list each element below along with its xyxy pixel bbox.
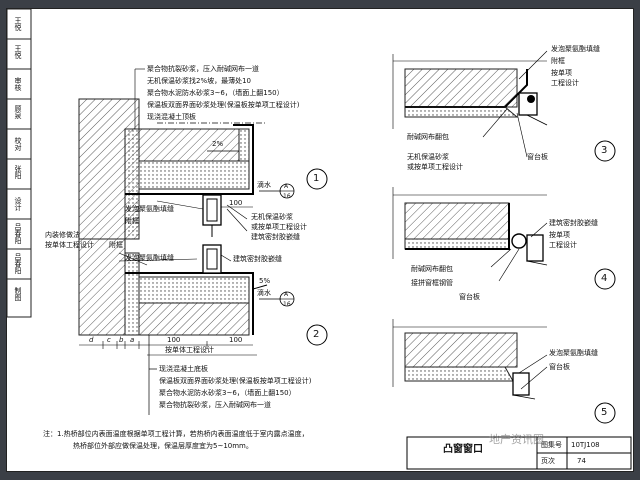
fig3-label: 发泡聚氨酯填缝: [551, 45, 600, 53]
fig2-dim: c: [107, 336, 111, 344]
fig4-label: 耐碱网布翻包: [411, 265, 453, 273]
fig1-right-label: 无机保温砂浆: [251, 213, 293, 221]
side-cell: 吕春阳: [14, 223, 22, 244]
atlas-label: 图集号: [541, 441, 562, 449]
fig3-label: 窗台板: [527, 153, 548, 161]
fig4-label: 接拼窗框钢管: [411, 279, 453, 287]
title-block-grid: [406, 436, 632, 470]
fig2-leader-label: 聚合物抗裂砂浆，压入耐碱网布一道: [159, 401, 271, 409]
fig2-leader-label: 聚合物水泥防水砂浆3~6，（墙面上翻150）: [159, 389, 296, 397]
fig2-leader-label: 现浇混凝土底板: [159, 365, 208, 373]
fig2-drip-ref-bottom: 16: [283, 301, 291, 308]
figure-5-graphic: [392, 319, 616, 424]
fig1-right-label: 或按单项工程设计: [251, 223, 307, 231]
fig3-label: 附框: [551, 57, 565, 65]
side-cell: 吕春阳: [14, 253, 22, 274]
detail-drawing-svg: [7, 9, 632, 470]
fig2-dim: a: [130, 336, 135, 344]
fig1-dim: 100: [229, 199, 243, 207]
fig1-leader-label: 现浇混凝土顶板: [147, 113, 196, 121]
side-cell: 校对: [14, 137, 22, 151]
fig3-label: 按单项: [551, 69, 572, 77]
fig2-left-label: 发泡聚氨酯填缝: [125, 254, 174, 262]
fig1-left-label: 发泡聚氨酯填缝: [125, 205, 174, 213]
fig1-leader-label: 聚合物水泥防水砂浆3~6，（墙面上翻150）: [147, 89, 284, 97]
fig2-dim: b: [119, 336, 124, 344]
fig1-number: 1: [313, 173, 320, 184]
fig2-right-label: 建筑密封胶嵌缝: [233, 255, 282, 263]
fig3-label: 无机保温砂浆: [407, 153, 449, 161]
fig2-note: 内装修做法: [45, 231, 80, 239]
fig4-label: 按单项: [549, 231, 570, 239]
fig2-drip-label: 滴水: [257, 289, 271, 297]
note-line: 热桥部位外部应做保温处理，保温层厚度宜为5~10mm。: [73, 442, 253, 450]
figure-2-graphic: [78, 238, 328, 415]
side-column-grid: [7, 9, 32, 318]
fig5-label: 窗台板: [549, 363, 570, 371]
side-cell: 制图: [14, 287, 22, 301]
side-cell: 王悦: [14, 17, 22, 31]
note-line: 注：1.热桥部位内表面温度根据单项工程计算，若热桥内表面温度低于室内露点温度，: [43, 430, 309, 438]
fig2-slope-label: 5%: [259, 277, 271, 285]
figure-4-graphic: [392, 187, 616, 290]
side-cell: 顾泉: [14, 105, 22, 119]
fig2-note: 按单体工程设计: [45, 241, 94, 249]
fig4-label: 窗台板: [459, 293, 480, 301]
fig1-right-label: 建筑密封胶嵌缝: [251, 233, 300, 241]
drawing-sheet: 王悦 王悦 审核 顾泉 校对 张阳 设计 吕春阳 吕春阳 制图 聚合物抗裂砂浆，…: [6, 8, 634, 472]
title-block-title: 凸窗窗口: [443, 444, 483, 455]
fig1-slope-label: 2%: [212, 140, 224, 148]
fig2-dim: 100: [229, 336, 243, 344]
fig2-bottom-title: 按单体工程设计: [165, 346, 214, 354]
fig2-number: 2: [313, 329, 320, 340]
fig1-drip-ref-top: A: [284, 183, 289, 190]
fig2-dim: 100: [167, 336, 181, 344]
page-number: 74: [577, 457, 586, 465]
side-cell: 设计: [14, 197, 22, 211]
side-cell: 审核: [14, 77, 22, 91]
fig4-number: 4: [601, 273, 608, 284]
atlas-number: 10TJ108: [571, 441, 600, 449]
fig1-leader-label: 保温板双面界面砂浆处理(保温板按单项工程设计): [147, 101, 300, 109]
fig3-label: 工程设计: [551, 79, 579, 87]
fig4-label: 建筑密封胶嵌缝: [549, 219, 598, 227]
fig5-number: 5: [601, 407, 608, 418]
figure-3-graphic: [392, 50, 616, 162]
fig2-dim: d: [89, 336, 94, 344]
fig2-drip-ref-top: A: [284, 291, 289, 298]
page-label: 页次: [541, 457, 555, 465]
fig1-leader-label: 聚合物抗裂砂浆，压入耐碱网布一道: [147, 65, 259, 73]
fig1-drip-ref-bottom: 16: [283, 193, 291, 200]
side-cell: 张阳: [14, 165, 22, 179]
fig2-left-label: 附框: [109, 241, 123, 249]
fig1-drip-label: 滴水: [257, 181, 271, 189]
fig1-leader-label: 无机保温砂浆找2%坡，最薄处10: [147, 77, 252, 85]
fig3-label: 或按单项工程设计: [407, 163, 463, 171]
fig1-left-label: 附框: [125, 217, 139, 225]
fig5-label: 发泡聚氨酯填缝: [549, 349, 598, 357]
fig2-leader-label: 保温板双面界面砂浆处理(保温板按单项工程设计): [159, 377, 312, 385]
fig3-number: 3: [601, 145, 608, 156]
fig3-label: 耐碱网布翻包: [407, 133, 449, 141]
fig4-label: 工程设计: [549, 241, 577, 249]
watermark-text: 地产资讯圈: [489, 433, 544, 446]
side-cell: 王悦: [14, 45, 22, 59]
